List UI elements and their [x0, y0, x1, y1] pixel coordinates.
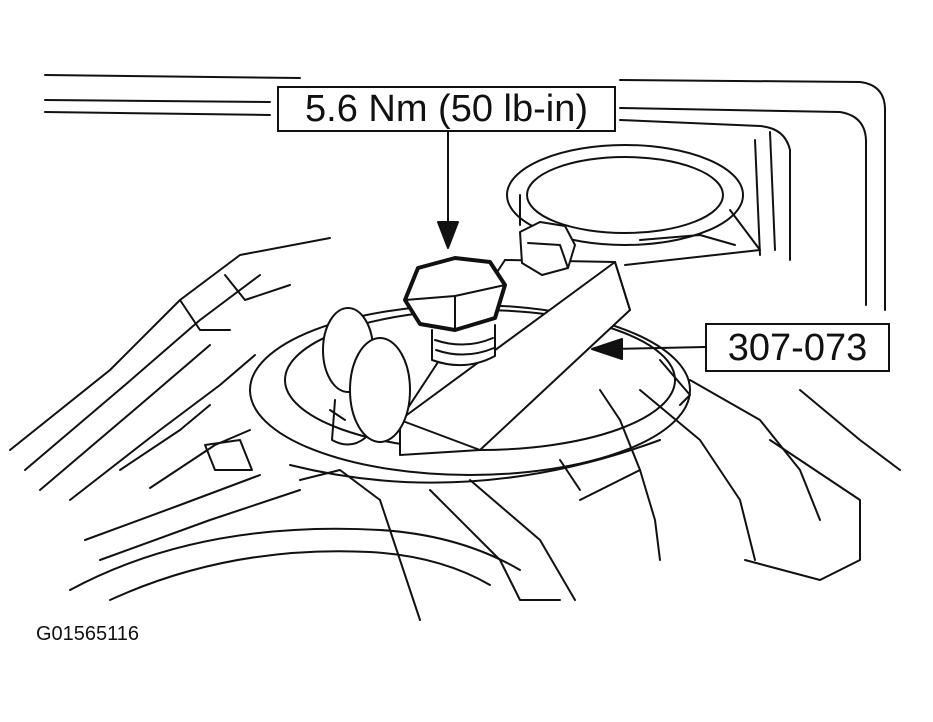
torque-bolt: [405, 258, 505, 365]
torque-arrowhead: [438, 222, 458, 248]
upper-ring: [507, 145, 760, 265]
torque-callout: 5.6 Nm (50 lb-in): [277, 86, 616, 132]
tool-callout: 307-073: [705, 323, 890, 372]
torque-callout-text: 5.6 Nm (50 lb-in): [305, 88, 588, 130]
tool-arrowhead: [592, 339, 622, 359]
figure-id: G01565116: [36, 623, 140, 645]
leader-arrows: [438, 132, 705, 359]
small-nut: [520, 222, 575, 275]
piston-plugs: [323, 308, 410, 445]
tool-leader-line: [610, 347, 705, 349]
tool-callout-text: 307-073: [727, 326, 868, 369]
case-outline-upper: [45, 75, 885, 310]
case-lower-right: [300, 380, 900, 620]
case-channels-left: [10, 238, 520, 600]
